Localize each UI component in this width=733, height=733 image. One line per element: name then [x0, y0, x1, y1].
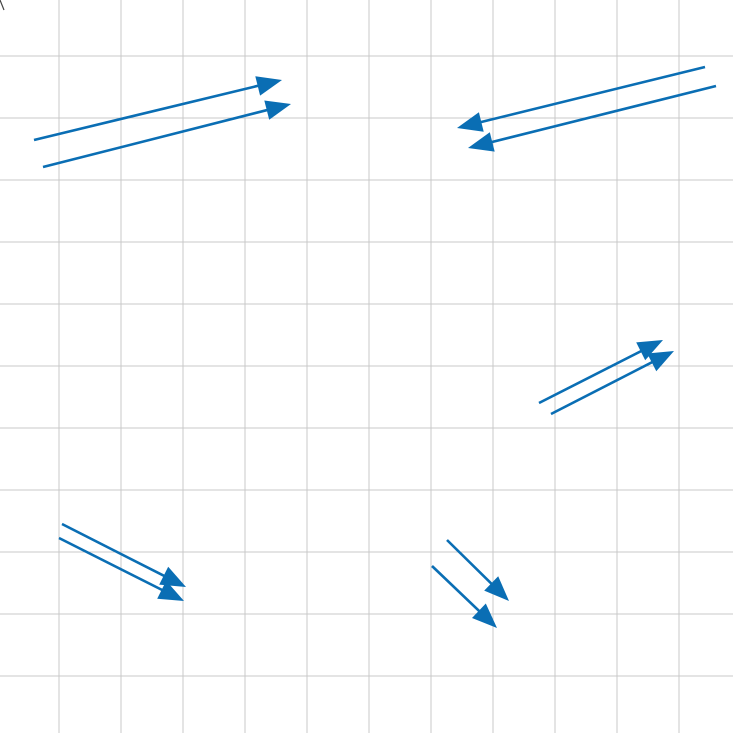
arrow-pair-upper-left-pair: [33, 76, 291, 169]
arrow-layer: [33, 65, 717, 628]
arrow-pair-upper-right-pair: [457, 65, 717, 152]
arrow: [446, 539, 509, 601]
arrow-shaft: [61, 522, 174, 582]
arrow-head: [457, 112, 484, 132]
arrow-shaft: [431, 565, 488, 619]
arrow-shaft: [550, 356, 662, 416]
arrow: [468, 84, 717, 152]
arrow-shaft: [538, 345, 651, 405]
arrow: [42, 100, 291, 169]
arrow: [538, 340, 663, 405]
arrow-head: [157, 580, 184, 601]
arrow-shaft: [33, 82, 268, 142]
arrow-shaft: [58, 536, 172, 596]
arrow: [61, 522, 186, 587]
arrow-head: [647, 351, 674, 372]
arrow-head: [159, 566, 186, 587]
arrow-shaft: [42, 106, 277, 169]
arrow-head: [255, 76, 282, 96]
arrow: [550, 351, 674, 416]
arrow: [58, 536, 184, 601]
arrow-pair-lower-middle-pair: [431, 539, 509, 628]
arrow: [33, 76, 282, 142]
arrow-pair-lower-left-pair: [58, 522, 186, 601]
arrow-shaft: [471, 65, 706, 126]
corner-mark: [0, 0, 5, 11]
arrow-shaft: [446, 539, 500, 592]
arrow: [457, 65, 706, 132]
arrow-head: [472, 603, 497, 628]
arrow-pair-middle-right-pair: [538, 340, 674, 416]
arrow-head: [264, 100, 291, 120]
arrow-head: [468, 132, 495, 152]
arrow-head: [484, 576, 509, 601]
arrow: [431, 565, 497, 628]
arrow-shaft: [482, 84, 717, 146]
arrow-head: [636, 340, 663, 361]
